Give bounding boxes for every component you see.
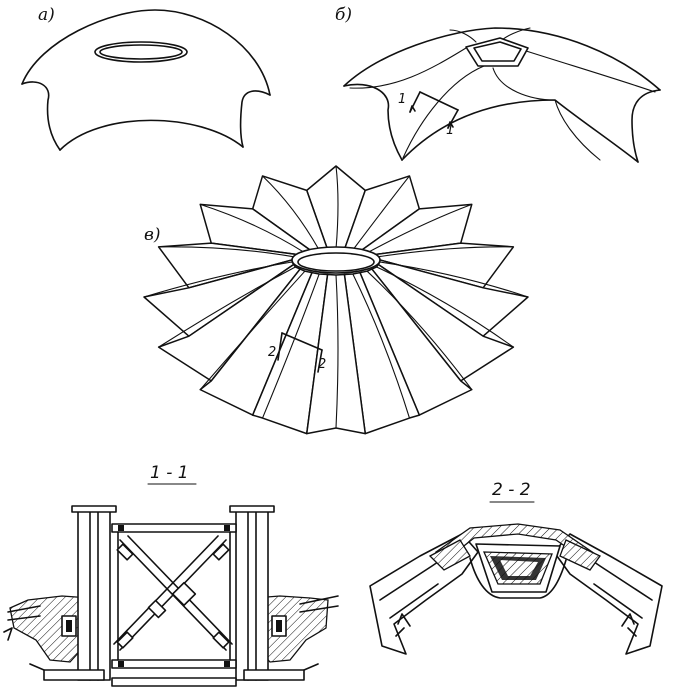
dome-ridge bbox=[199, 270, 306, 390]
dome-ridge bbox=[158, 266, 296, 348]
shell-b: б) 1 1 bbox=[335, 5, 661, 163]
dome-ridge bbox=[376, 246, 514, 258]
dome-crease bbox=[188, 258, 294, 289]
dome-ridge bbox=[366, 270, 473, 390]
label-v: в) bbox=[144, 225, 161, 245]
dome-ridge bbox=[352, 175, 410, 251]
dome-crease bbox=[188, 264, 294, 337]
dome-ridge bbox=[379, 261, 529, 298]
dome-ridge bbox=[158, 246, 296, 258]
section-2-2-title: 2 - 2 bbox=[492, 480, 531, 500]
cut2-right: 2 bbox=[318, 357, 326, 372]
dome-ridge bbox=[262, 273, 320, 419]
dome-crease bbox=[306, 274, 329, 434]
dome-crease bbox=[252, 208, 313, 252]
cut2-left: 2 bbox=[268, 345, 276, 360]
shell-a: а) bbox=[21, 5, 271, 151]
label-b: б) bbox=[335, 5, 352, 25]
section-2-2: 2 - 2 bbox=[369, 480, 663, 655]
dome-crease bbox=[306, 190, 329, 250]
section-1-1: 1 - 1 bbox=[3, 463, 339, 687]
dome-ridge bbox=[335, 274, 339, 429]
dome-ridge bbox=[376, 266, 514, 348]
dome-ridge bbox=[262, 175, 320, 251]
dome-ridge bbox=[352, 273, 411, 419]
dome-ridge bbox=[335, 165, 339, 250]
dome-ridge bbox=[366, 203, 472, 254]
dome-ridge bbox=[200, 203, 306, 254]
shell-v: в) 2 2 bbox=[143, 165, 529, 435]
cut1-left: 1 bbox=[398, 92, 406, 107]
cut1-right: 1 bbox=[446, 123, 454, 138]
dome-crease bbox=[211, 242, 301, 256]
section-1-1-title: 1 - 1 bbox=[150, 463, 189, 483]
dome-crease bbox=[252, 272, 313, 416]
label-a: а) bbox=[38, 5, 55, 25]
dome-crease bbox=[210, 268, 301, 382]
